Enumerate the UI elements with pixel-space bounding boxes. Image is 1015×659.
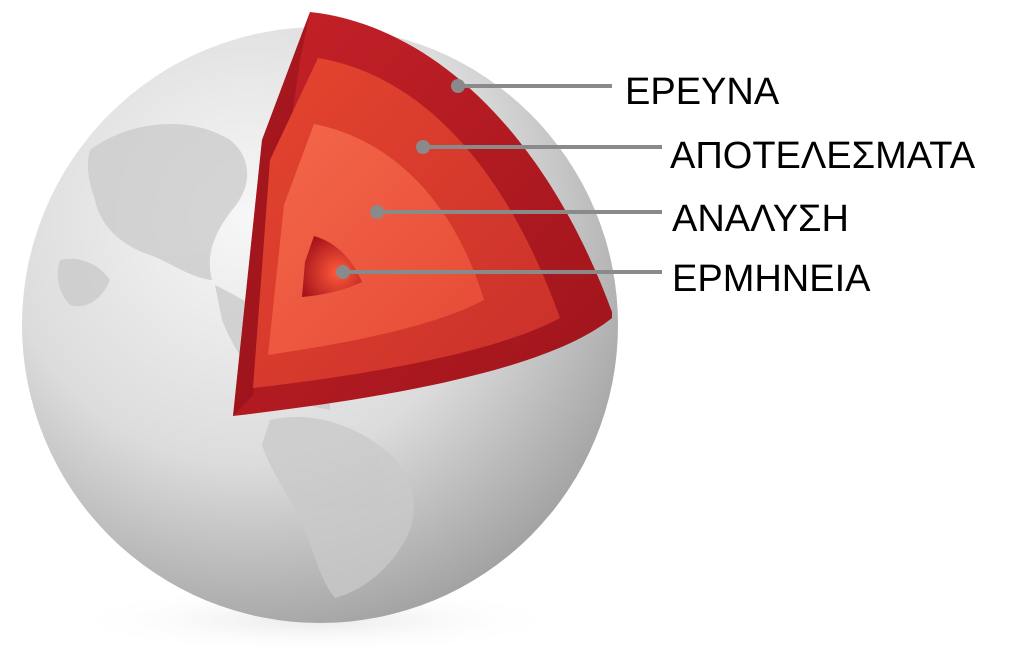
label-outer: ΕΡΕΥΝΑ [625,71,780,113]
label-third: ΑΝΑΛΥΣΗ [672,198,849,240]
leader-dot-third [370,205,384,219]
leader-dot-core [336,265,350,279]
layer-labels: ΕΡΕΥΝΑ ΑΠΟΤΕΛΕΣΜΑΤΑ ΑΝΑΛΥΣΗ ΕΡΜΗΝΕΙΑ [625,71,976,300]
label-core: ΕΡΜΗΝΕΙΑ [672,258,871,300]
leader-dot-second [416,140,430,154]
label-second: ΑΠΟΤΕΛΕΣΜΑΤΑ [670,135,976,177]
leader-dot-outer [451,79,465,93]
